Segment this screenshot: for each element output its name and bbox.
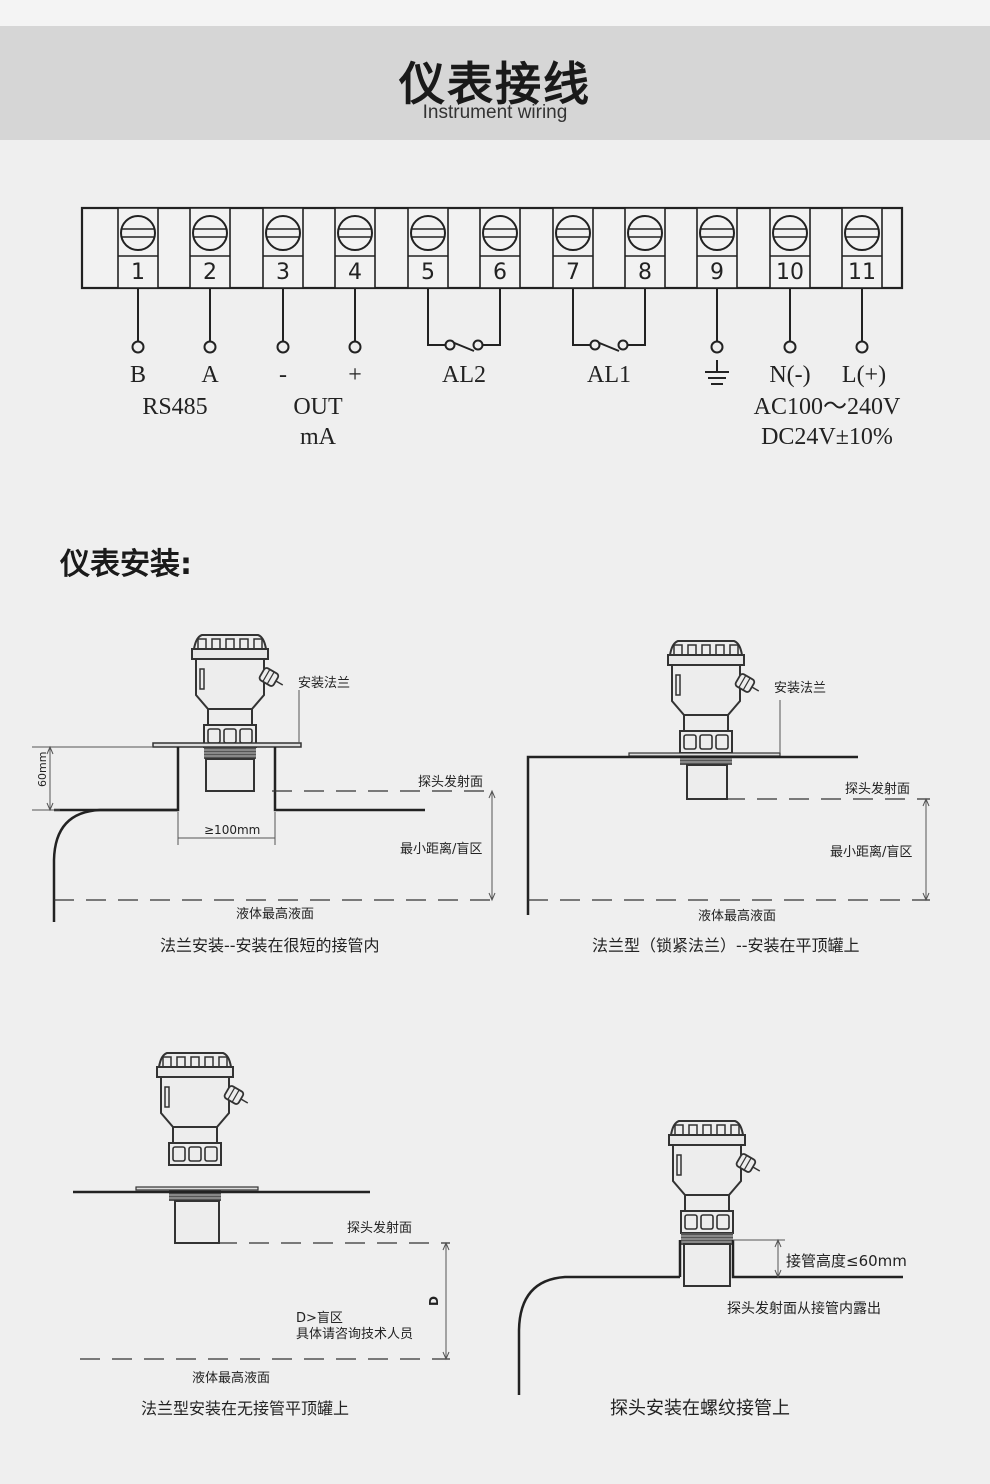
d3-probe-face: 探头发射面 xyxy=(347,1220,412,1236)
d3-caption: 法兰型安装在无接管平顶罐上 xyxy=(141,1399,349,1418)
label-power-ac: AC100～240V xyxy=(754,394,901,420)
label-rs485: RS485 xyxy=(142,394,207,420)
terminal-number-4: 4 xyxy=(348,260,362,285)
d3-dim-d: D xyxy=(427,1296,441,1306)
d3-max-level: 液体最高液面 xyxy=(192,1370,270,1386)
label-al1: AL1 xyxy=(587,362,631,388)
page-title: 仪表接线 xyxy=(399,57,591,111)
d1-max-level: 液体最高液面 xyxy=(236,906,314,922)
terminal-number-7: 7 xyxy=(566,260,580,285)
d1-dim-width: ≥100mm xyxy=(204,823,260,837)
d2-max-level: 液体最高液面 xyxy=(698,908,776,924)
d2-caption: 法兰型（锁紧法兰）--安装在平顶罐上 xyxy=(592,936,860,955)
diagram-flange-short-nozzle xyxy=(32,634,496,922)
d1-caption: 法兰安装--安装在很短的接管内 xyxy=(160,936,380,955)
terminal-screw-icon xyxy=(192,215,228,251)
terminal-screw-icon xyxy=(337,215,373,251)
d2-probe-face: 探头发射面 xyxy=(845,781,910,797)
d1-blind-zone: 最小距离/盲区 xyxy=(400,841,482,857)
d4-nozzle-height: 接管高度≤60mm xyxy=(786,1252,907,1270)
label-ma: mA xyxy=(300,424,337,450)
terminal-number-8: 8 xyxy=(638,260,652,285)
terminal-block xyxy=(80,206,904,290)
terminal-screw-icon xyxy=(844,215,880,251)
d1-probe-face: 探头发射面 xyxy=(418,774,483,790)
terminal-screw-icon xyxy=(627,215,663,251)
label-power-dc: DC24V±10% xyxy=(761,424,893,450)
label-minus: - xyxy=(279,362,287,388)
label-n: N(-) xyxy=(769,362,810,388)
terminal-screw-icon xyxy=(482,215,518,251)
diagram-flange-flat-top xyxy=(526,640,930,915)
diagram-threaded-nozzle xyxy=(517,1120,903,1395)
d2-flange-label: 安装法兰 xyxy=(774,681,826,696)
terminal-screw-icon xyxy=(120,215,156,251)
top-band xyxy=(0,0,990,26)
ground-icon xyxy=(705,360,729,385)
d2-blind-zone: 最小距离/盲区 xyxy=(830,844,912,860)
d4-caption: 探头安装在螺纹接管上 xyxy=(610,1398,790,1419)
terminal-number-1: 1 xyxy=(131,260,145,285)
label-plus: + xyxy=(348,362,362,388)
terminal-screw-icon xyxy=(699,215,735,251)
d1-dim-height: 60mm xyxy=(36,752,49,787)
terminal-number-5: 5 xyxy=(421,260,435,285)
d1-flange-label: 安装法兰 xyxy=(298,676,350,691)
d4-probe-note: 探头发射面从接管内露出 xyxy=(727,1300,881,1317)
header-banner: 仪表接线 Instrument wiring xyxy=(0,26,990,140)
d3-note-line1: D>盲区 xyxy=(296,1310,343,1326)
terminal-screw-icon xyxy=(265,215,301,251)
terminal-screw-icon xyxy=(410,215,446,251)
d3-note-line2: 具体请咨询技术人员 xyxy=(296,1327,413,1342)
terminal-number-3: 3 xyxy=(276,260,290,285)
terminal-number-10: 10 xyxy=(776,260,804,285)
page-subtitle: Instrument wiring xyxy=(422,102,568,123)
wiring-lines xyxy=(137,288,863,352)
wire-terminal-circles xyxy=(131,339,869,354)
diagram-flange-no-nozzle xyxy=(73,1052,450,1361)
label-out: OUT xyxy=(293,394,343,420)
label-b: B xyxy=(130,362,146,388)
terminal-number-11: 11 xyxy=(848,260,876,285)
terminal-screw-icon xyxy=(555,215,591,251)
label-a: A xyxy=(201,362,219,388)
terminal-number-9: 9 xyxy=(710,260,724,285)
terminal-number-6: 6 xyxy=(493,260,507,285)
installation-heading: 仪表安装: xyxy=(59,547,192,582)
terminal-number-2: 2 xyxy=(203,260,217,285)
label-al2: AL2 xyxy=(442,362,486,388)
terminal-screw-icon xyxy=(772,215,808,251)
label-l: L(+) xyxy=(842,362,886,388)
